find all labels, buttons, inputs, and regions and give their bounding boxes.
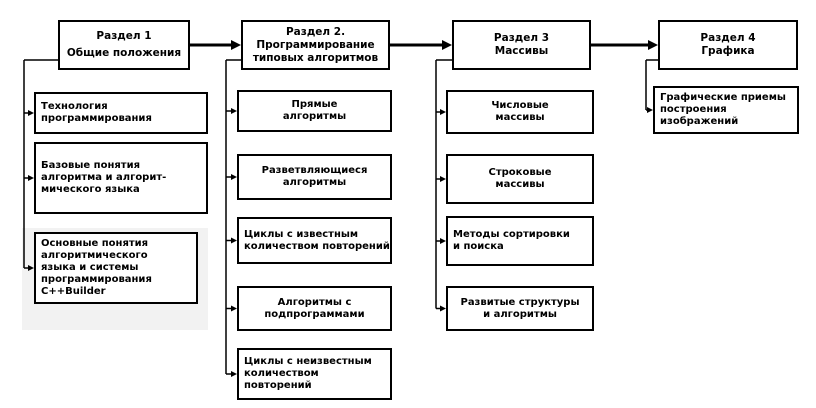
section-3-header-line: Раздел 3 [493, 32, 550, 44]
branch-arrowhead-icon [440, 109, 446, 115]
branch-arrowhead-icon [28, 265, 34, 271]
section-3-item-3-line: Методы сортировки [453, 229, 570, 240]
section-1-item-3-line: программирования [41, 274, 152, 285]
branch-arrowhead-icon [647, 107, 653, 113]
section-1-header-line: Раздел 1 [96, 30, 152, 42]
section-2-header-line: Раздел 2. [285, 25, 346, 38]
section-1-item-1-line: Технология [41, 101, 108, 112]
section-3-item-2-line: массивы [495, 179, 545, 190]
section-2-item-1-line: алгоритмы [282, 111, 347, 122]
section-1-header-line: Общие положения [66, 47, 182, 59]
section-3-item-1-line: Числовые [491, 100, 549, 111]
branch-arrowhead-icon [28, 110, 34, 116]
section-4-item-1-line: Графические приемы [660, 92, 786, 103]
section-2-item-1-line: Прямые [291, 99, 338, 110]
section-2-item-3-line: Циклы с известным [244, 228, 359, 240]
section-link-arrowhead-icon [442, 40, 452, 50]
section-1-item-1-line: программирования [41, 113, 152, 124]
section-link-arrowhead-icon [648, 40, 658, 50]
section-4-header-line: Графика [701, 45, 755, 57]
section-3-item-2-line: Строковые [488, 167, 552, 178]
section-3-header-line: Массивы [494, 45, 549, 57]
branch-arrowhead-icon [440, 238, 446, 244]
section-4-item-1-line: изображений [660, 116, 739, 127]
section-2-header-line: Программирование [256, 38, 375, 51]
section-2-item-2-line: алгоритмы [282, 177, 347, 188]
section-1-item-3-line: Основные понятия [41, 238, 149, 249]
branch-arrowhead-icon [231, 305, 237, 312]
section-2-item-4-line: Алгоритмы с [277, 296, 352, 308]
section-4-item-1-line: построения [660, 104, 727, 115]
branch-arrowhead-icon [28, 175, 34, 181]
section-1-item-3-line: алгоритмического [41, 250, 148, 261]
branch-arrowhead-icon [440, 176, 446, 182]
section-3-item-3-line: и поиска [453, 241, 504, 252]
section-1-item-3-line: C++Builder [41, 286, 106, 297]
section-2-header-line: типовых алгоритмов [252, 51, 379, 64]
branch-arrowhead-icon [440, 305, 446, 312]
branch-arrowhead-icon [231, 237, 237, 244]
section-2-item-5-line: Циклы с неизвестным [244, 356, 372, 367]
branch-arrowhead-icon [231, 174, 237, 180]
section-2-item-2-line: Разветвляющиеся [261, 165, 368, 176]
section-2-item-4-line: подпрограммами [264, 308, 365, 320]
section-3-item-4-line: и алгоритмы [483, 308, 557, 320]
section-2-item-3-line: количеством повторений [244, 240, 390, 252]
section-1-item-2-line: мического языка [41, 184, 140, 195]
section-4-header-line: Раздел 4 [700, 32, 756, 44]
section-2-item-5-line: количеством [244, 368, 319, 379]
section-1-header: Раздел 1 Общие положения [58, 20, 190, 70]
branch-arrowhead-icon [231, 371, 237, 377]
section-1-item-2-line: Базовые понятия [41, 160, 141, 171]
section-1-item-3-line: языка и системы [41, 262, 139, 273]
section-1-item-2-line: алгоритма и алгорит- [41, 172, 167, 183]
section-2-item-5-line: повторений [244, 380, 312, 391]
branch-arrowhead-icon [231, 108, 237, 114]
section-3-item-1-line: массивы [495, 112, 545, 123]
section-3-item-4-line: Развитые структуры [460, 296, 580, 308]
section-link-arrowhead-icon [231, 40, 241, 50]
